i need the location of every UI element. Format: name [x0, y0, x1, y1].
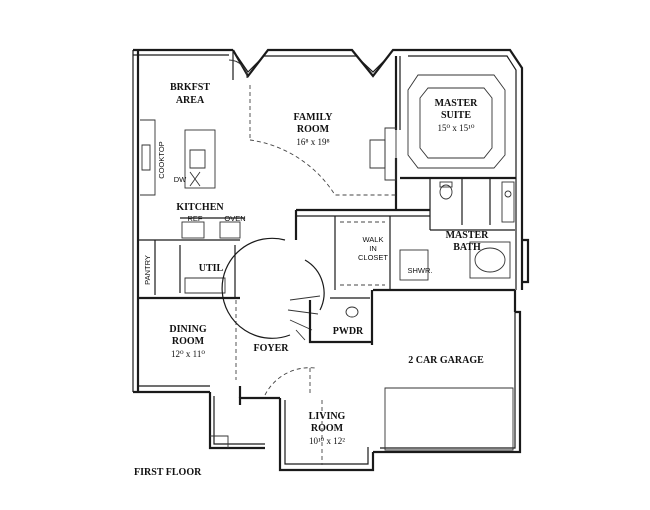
closet-label-3: CLOSET	[358, 253, 388, 262]
tray-ceiling-inner	[419, 87, 493, 159]
room-dining: DINING ROOM 12⁰ x 11⁰	[169, 324, 206, 359]
room-walk-in-closet: WALK IN CLOSET	[358, 235, 388, 262]
dining-dim: 12⁰ x 11⁰	[171, 349, 205, 359]
master-suite-label-2: SUITE	[441, 110, 471, 121]
master-suite-dim: 15⁰ x 15¹⁰	[438, 123, 475, 133]
living-dim: 10¹⁰ x 12²	[309, 436, 345, 446]
kitchen-label: KITCHEN	[176, 202, 224, 213]
room-pwdr: PWDR	[333, 326, 364, 337]
room-master-bath: MASTER BATH	[446, 230, 490, 253]
dining-label-2: ROOM	[172, 336, 205, 347]
brkfst-label: BRKFST	[170, 82, 210, 93]
room-foyer: FOYER	[254, 343, 290, 354]
room-kitchen: KITCHEN	[176, 202, 224, 213]
living-label: LIVING	[309, 411, 346, 422]
master-suite-label: MASTER	[435, 98, 479, 109]
master-bath-label-2: BATH	[453, 242, 481, 253]
master-bath-label: MASTER	[446, 230, 490, 241]
pwdr-label: PWDR	[333, 326, 364, 337]
dw-label: DW	[174, 175, 187, 184]
closet-label: WALK	[363, 235, 384, 244]
living-label-2: ROOM	[311, 423, 344, 434]
room-pantry: PANTRY	[143, 255, 152, 285]
room-util: UTIL	[199, 263, 224, 274]
closet-label-2: IN	[369, 244, 377, 253]
family-label: FAMILY	[294, 112, 334, 123]
foyer-label: FOYER	[254, 343, 290, 354]
interior-walls	[138, 50, 516, 465]
family-dim: 16⁸ x 19⁸	[296, 137, 329, 147]
dining-label: DINING	[169, 324, 206, 335]
room-living: LIVING ROOM 10¹⁰ x 12²	[309, 411, 346, 446]
floor-title: FIRST FLOOR	[134, 467, 202, 478]
family-label-2: ROOM	[297, 124, 330, 135]
pantry-label: PANTRY	[143, 255, 152, 285]
util-label: UTIL	[199, 263, 224, 274]
room-garage: 2 CAR GARAGE	[408, 355, 484, 366]
oven-label: OVEN	[224, 214, 245, 223]
garage-label: 2 CAR GARAGE	[408, 355, 484, 366]
fixture-labels: COOKTOP DW REF OVEN SHWR.	[157, 141, 433, 275]
room-master-suite: MASTER SUITE 15⁰ x 15¹⁰	[407, 74, 506, 169]
room-brkfst: BRKFST AREA	[170, 82, 210, 106]
cooktop-label: COOKTOP	[157, 141, 166, 178]
ref-label: REF	[188, 214, 203, 223]
room-family: FAMILY ROOM 16⁸ x 19⁸	[294, 112, 334, 147]
shwr-label: SHWR.	[408, 266, 433, 275]
tray-ceiling	[407, 74, 506, 169]
brkfst-label-2: AREA	[176, 95, 205, 106]
